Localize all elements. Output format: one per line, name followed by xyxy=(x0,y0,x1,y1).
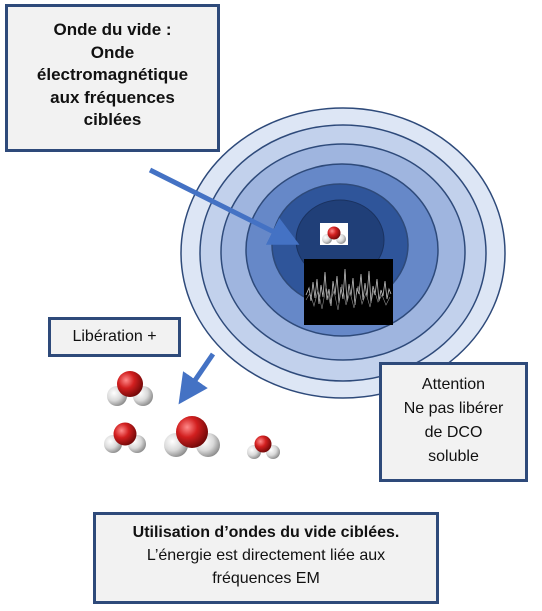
arrow-icon xyxy=(178,352,216,405)
attention-line-1: Attention xyxy=(421,376,486,393)
title-line-2: Onde xyxy=(90,42,135,62)
attention-line-3: de DCO xyxy=(424,424,483,441)
wave-rings xyxy=(180,107,506,399)
water-molecule-icon xyxy=(247,435,280,459)
title-line-3: électromagnétique xyxy=(36,65,189,85)
arrow-icon xyxy=(148,167,300,245)
title-line-5: ciblées xyxy=(83,110,142,130)
summary-line-3: fréquences EM xyxy=(212,570,320,588)
central-water-molecule-icon xyxy=(320,223,348,245)
water-molecule-icon xyxy=(104,422,146,453)
noise-signal-icon xyxy=(304,259,393,325)
summary-line-2: L’énergie est directement liée aux xyxy=(146,547,386,565)
attention-line-2: Ne pas libérer xyxy=(403,400,504,417)
summary-line-1: Utilisation d’ondes du vide ciblées. xyxy=(132,524,400,541)
wave-title-box: Onde du vide : Onde électromagnétique au… xyxy=(5,4,220,152)
title-line-1: Onde du vide : xyxy=(53,20,172,39)
water-molecule-icon xyxy=(164,416,220,457)
attention-line-4: soluble xyxy=(428,448,479,465)
title-line-4: aux fréquences xyxy=(50,87,175,107)
liberation-label: Libération + xyxy=(48,317,181,357)
attention-box: Attention Ne pas libérer de DCO soluble xyxy=(379,362,528,482)
summary-box: Utilisation d’ondes du vide ciblées. L’é… xyxy=(93,512,439,604)
water-molecule-icon xyxy=(107,371,153,406)
